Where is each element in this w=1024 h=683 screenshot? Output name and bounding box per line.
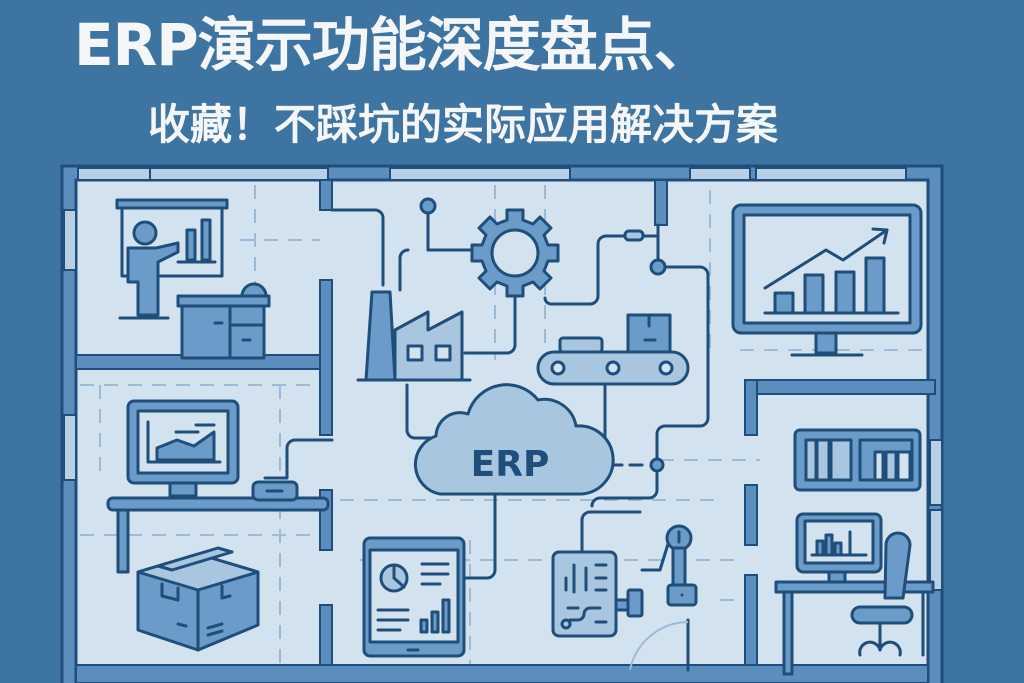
- factory-icon: [356, 290, 472, 382]
- presenter-icon: [118, 220, 180, 320]
- title-line-2: 收藏！不踩坑的实际应用解决方案: [148, 100, 779, 149]
- binder-shelf-icon: [793, 428, 922, 492]
- desk-cabinet-icon: [176, 282, 271, 360]
- office-chair-icon: [850, 531, 914, 657]
- control-panel-icon: [551, 550, 644, 638]
- erp-hub-label: ERP: [471, 444, 550, 485]
- package-box-icon: [136, 546, 260, 652]
- grid-lines: [80, 185, 930, 670]
- router-icon: [251, 480, 299, 502]
- desktop-area-chart-icon: [126, 399, 240, 498]
- gear-icon: [470, 208, 560, 298]
- tablet-dashboard-icon: [362, 536, 466, 658]
- monitor-growth-chart-icon: [731, 203, 923, 357]
- title-line-1: ERP演示功能深度盘点、: [74, 11, 712, 79]
- conveyor-belt-icon: [536, 313, 690, 386]
- robot-arm-icon: [629, 524, 698, 672]
- workstation-monitor-icon: [774, 512, 935, 676]
- erp-cloud-icon: ERP: [413, 383, 615, 496]
